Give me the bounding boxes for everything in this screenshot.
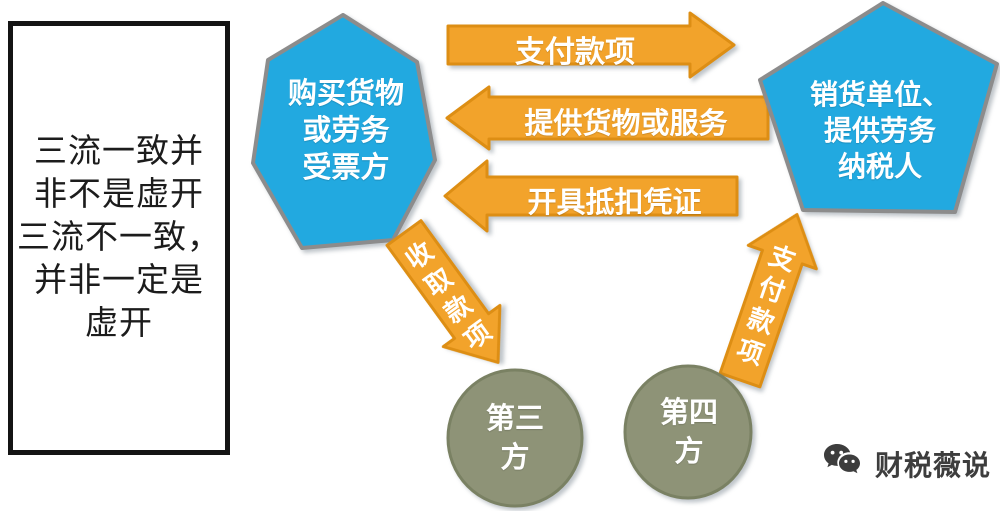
note-line: 并非一定是: [34, 262, 204, 299]
seller-label: 销货单位、 提供劳务 纳税人: [778, 78, 982, 186]
third-party-label-line: 第三: [485, 403, 544, 435]
arrow-pay-top-shape: [446, 11, 736, 79]
seller-label-line: 纳税人: [837, 152, 922, 183]
note-line: 三流不一致，: [17, 219, 221, 256]
buyer-heptagon-shape: [251, 13, 437, 250]
fourth-party-label: 第四 方: [624, 394, 754, 472]
arrow-pay-top-label: 支付款项: [515, 36, 635, 69]
fourth-party-label-line: 第四: [659, 397, 718, 429]
arrow-issue-voucher-label: 开具抵扣凭证: [527, 187, 702, 219]
seller-label-line: 销货单位、: [809, 80, 950, 111]
fourth-party-circle-shape: [623, 364, 753, 500]
arrow-pay-funds-diagonal-shape: [718, 213, 818, 389]
buyer-label-line: 或劳务: [302, 115, 390, 147]
seller-label-line: 提供劳务: [823, 116, 936, 147]
arrow-provide-goods-shape: [445, 85, 770, 151]
seller-pentagon-shape: [758, 1, 999, 214]
arrow-issue-voucher-shape: [443, 159, 739, 233]
buyer-label-line: 受票方: [302, 152, 390, 184]
watermark: 财税薇说: [820, 440, 991, 488]
note-line: 非不是虚开: [34, 176, 204, 213]
third-party-circle-shape: [446, 368, 584, 508]
fourth-party-label-line: 方: [674, 436, 704, 468]
wechat-icon: [820, 440, 868, 488]
arrow-provide-goods-label: 提供货物或服务: [524, 108, 728, 140]
third-party-label: 第三 方: [450, 400, 580, 478]
note-line: 虚开: [85, 305, 153, 342]
note-line: 三流一致并: [34, 133, 204, 170]
buyer-label-line: 购买货物: [287, 78, 404, 110]
buyer-label: 购买货物 或劳务 受票方: [260, 76, 432, 187]
arrow-collect-funds-shape: [385, 219, 502, 364]
watermark-label: 财税薇说: [875, 450, 992, 481]
note-box: 三流一致并 非不是虚开 三流不一致， 并非一定是 虚开: [8, 21, 230, 455]
third-party-label-line: 方: [500, 442, 530, 474]
